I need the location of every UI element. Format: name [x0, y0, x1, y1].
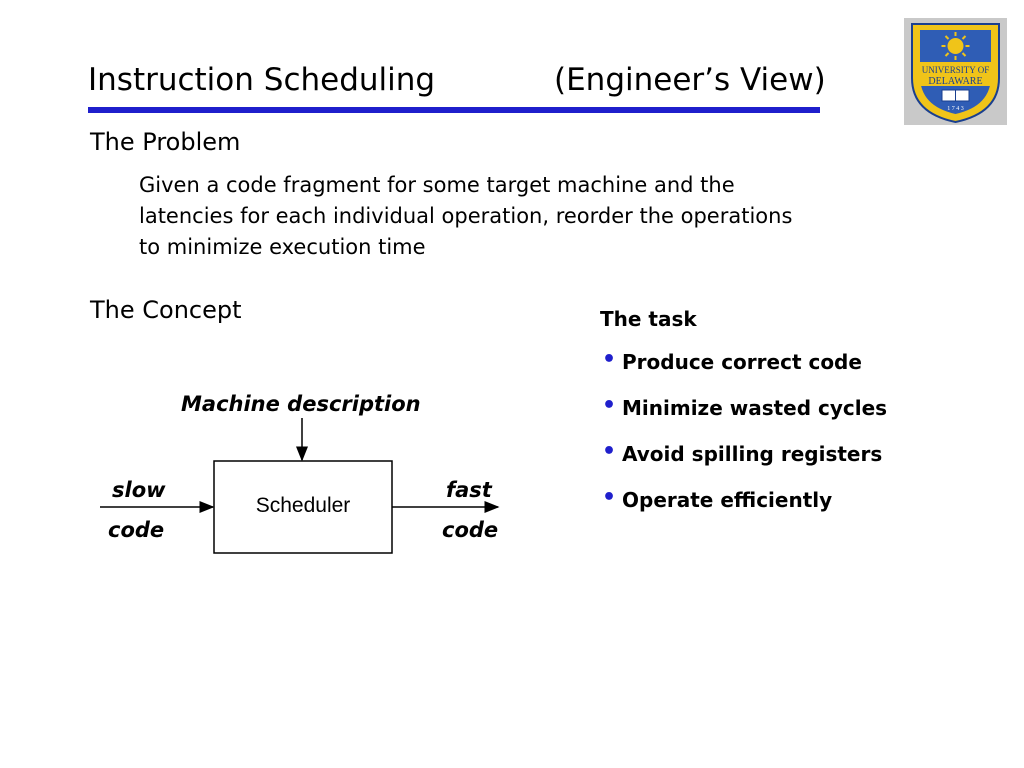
bullet-icon: • [602, 347, 617, 372]
task-heading: The task [600, 307, 697, 331]
svg-text:1 7 4 3: 1 7 4 3 [947, 106, 964, 112]
svg-text:DELAWARE: DELAWARE [928, 76, 982, 87]
slide-subtitle: (Engineer’s View) [554, 62, 826, 98]
fast-label: fast [446, 478, 492, 502]
slow-label: slow [112, 478, 166, 502]
input-code-label: code [108, 518, 165, 542]
scheduler-label: Scheduler [255, 494, 351, 517]
task-item: •Operate efficiently [602, 485, 833, 512]
scheduler-diagram [100, 418, 500, 554]
task-item: •Produce correct code [602, 347, 862, 374]
bullet-icon: • [602, 485, 617, 510]
bullet-icon: • [602, 393, 617, 418]
task-item: •Avoid spilling registers [602, 439, 883, 466]
svg-text:UNIVERSITY OF: UNIVERSITY OF [922, 65, 989, 75]
task-list: •Produce correct code •Minimize wasted c… [600, 347, 888, 534]
university-logo-icon: UNIVERSITY OF DELAWARE 1 7 4 3 [904, 18, 1007, 125]
slide-title: Instruction Scheduling [88, 62, 436, 98]
problem-line: to minimize execution time [139, 235, 426, 259]
task-item: •Minimize wasted cycles [602, 393, 888, 420]
concept-heading: The Concept [90, 296, 242, 324]
output-code-label: code [442, 518, 499, 542]
bullet-icon: • [602, 439, 617, 464]
title-underline [88, 107, 820, 113]
problem-line: Given a code fragment for some target ma… [139, 173, 735, 197]
problem-heading: The Problem [90, 128, 241, 156]
machine-description-label: Machine description [181, 392, 421, 416]
problem-line: latencies for each individual operation,… [139, 204, 793, 228]
problem-description: Given a code fragment for some target ma… [139, 170, 909, 263]
